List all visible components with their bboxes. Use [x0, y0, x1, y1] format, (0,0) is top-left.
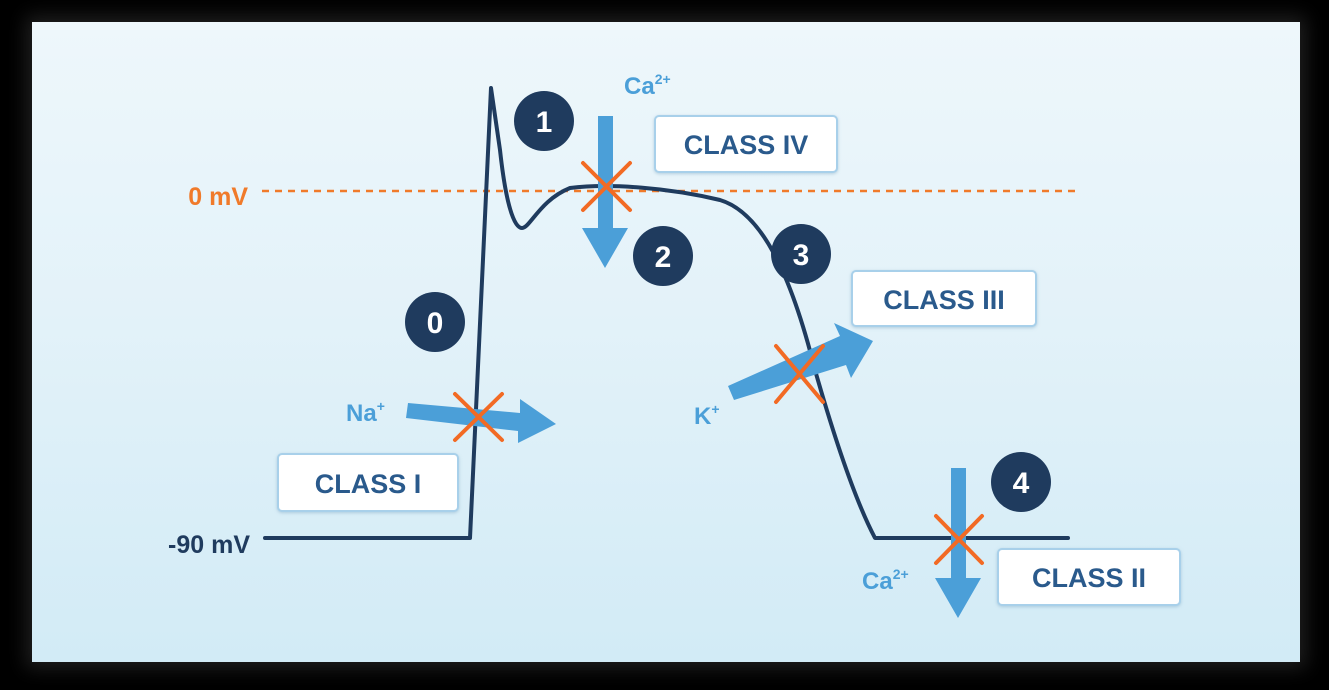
minus90-mv-label: -90 mV — [168, 531, 250, 559]
action-potential-curve — [263, 86, 1070, 540]
class-iv-box: CLASS IV — [654, 115, 838, 173]
class-iii-label: CLASS III — [883, 285, 1005, 315]
calcium-ion-label-top: Ca2+ — [624, 71, 671, 100]
phase-3-label: 3 — [793, 239, 810, 272]
zero-mv-label: 0 mV — [188, 183, 248, 211]
class-ii-box: CLASS II — [997, 548, 1181, 606]
sodium-ion-label: Na+ — [346, 398, 385, 427]
phase-badge-1: 1 — [514, 91, 574, 151]
phase-badge-4: 4 — [991, 452, 1051, 512]
calcium-influx-arrow-top — [582, 116, 628, 268]
phase-2-label: 2 — [655, 241, 672, 274]
class-i-box: CLASS I — [277, 453, 459, 512]
class-iii-box: CLASS III — [851, 270, 1037, 327]
class-ii-label: CLASS II — [1032, 563, 1146, 593]
phase-0-label: 0 — [427, 307, 444, 340]
calcium-ion-label-bottom: Ca2+ — [862, 566, 909, 595]
phase-badge-2: 2 — [633, 226, 693, 286]
phase-badge-0: 0 — [405, 292, 465, 352]
phase-1-label: 1 — [536, 106, 553, 139]
class-iii-block-mark — [774, 344, 825, 404]
potassium-efflux-arrow — [728, 323, 873, 400]
class-ii-block-mark — [934, 514, 984, 565]
class-iv-label: CLASS IV — [684, 130, 809, 160]
class-iv-block-mark — [581, 161, 632, 212]
class-i-block-mark — [453, 392, 504, 442]
phase-4-label: 4 — [1013, 467, 1030, 500]
phase-badge-3: 3 — [771, 224, 831, 284]
class-i-label: CLASS I — [315, 469, 422, 499]
potassium-ion-label: K+ — [694, 401, 720, 430]
